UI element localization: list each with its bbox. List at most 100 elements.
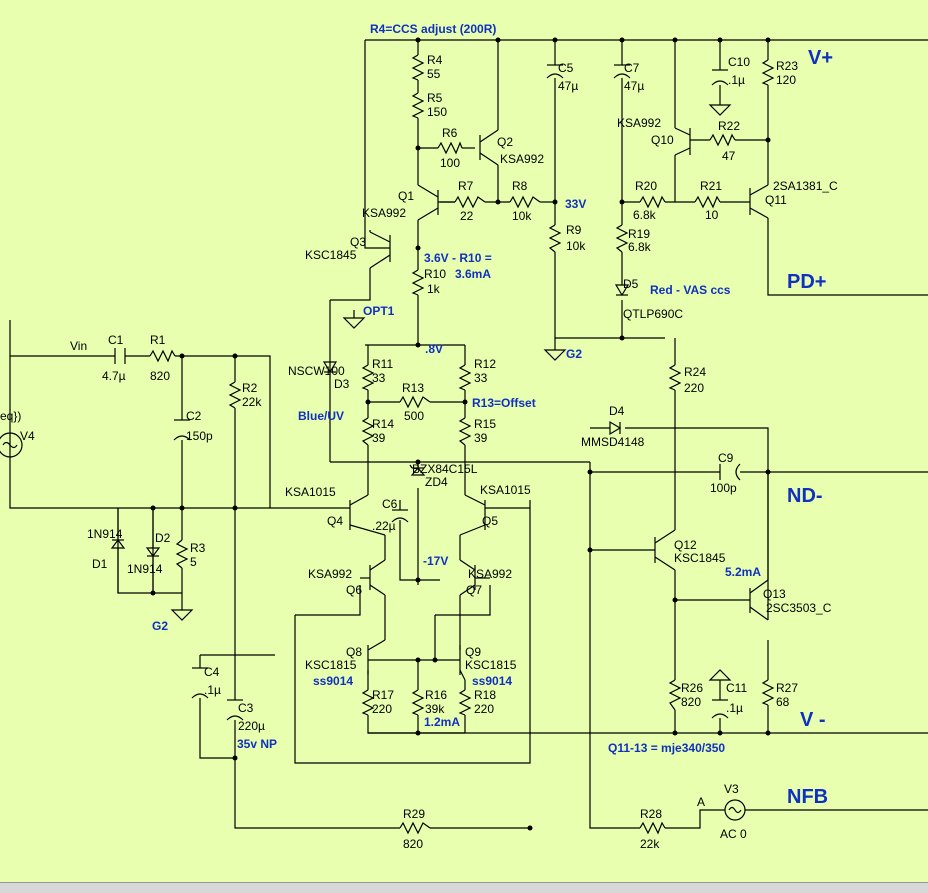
- q13-val: 2SC3503_C: [766, 601, 832, 615]
- d2-ref: D2: [155, 531, 171, 545]
- q7-ref: Q7: [466, 583, 482, 597]
- q10-ref: Q10: [651, 133, 674, 147]
- nfb-label: NFB: [787, 786, 828, 808]
- c1-ref: C1: [108, 333, 124, 347]
- c5-ref: C5: [558, 61, 574, 75]
- r26-ref: R26: [681, 681, 703, 695]
- q5-ref: Q5: [482, 514, 498, 528]
- g2-left-label: G2: [152, 619, 168, 633]
- q6-ref: Q6: [346, 583, 362, 597]
- r24-ref: R24: [684, 365, 706, 379]
- r13-val: 500: [404, 409, 424, 423]
- c10-val: .1µ: [728, 73, 745, 87]
- wires: [9, 39, 928, 829]
- c5-val: 47µ: [558, 79, 578, 93]
- r17-ref: R17: [372, 688, 394, 702]
- c4-ref: C4: [204, 665, 220, 679]
- q13-ref: Q13: [763, 587, 786, 601]
- r9-ref: R9: [566, 223, 582, 237]
- r29-val: 820: [403, 837, 423, 851]
- zd4-ref: ZD4: [425, 475, 448, 489]
- r6-ref: R6: [442, 126, 458, 140]
- node-a-label: A: [697, 795, 705, 809]
- c9-ref: C9: [718, 451, 734, 465]
- r28-val: 22k: [640, 837, 660, 851]
- c6-val: .22µ: [372, 519, 396, 533]
- r14-ref: R14: [372, 417, 394, 431]
- c3-ref: C3: [238, 701, 254, 715]
- status-bar: [0, 882, 928, 893]
- d4-val: MMSD4148: [581, 435, 645, 449]
- r6-val: 100: [440, 156, 460, 170]
- r23-val: 120: [776, 73, 796, 87]
- r21-val: 10: [705, 208, 719, 222]
- ss9014-b: ss9014: [472, 674, 512, 688]
- d5-val: QTLP690C: [623, 307, 683, 321]
- r19-val: 6.8k: [628, 240, 652, 254]
- r4-note: R4=CCS adjust (200R): [370, 22, 496, 36]
- junction-dots: [150, 37, 771, 831]
- q1-ref: Q1: [398, 189, 414, 203]
- r8-ref: R8: [512, 179, 528, 193]
- voltage-sources: [0, 432, 746, 821]
- r7-val: 22: [460, 209, 474, 223]
- d3-val: NSCW100: [288, 364, 345, 378]
- r5-val: 150: [427, 105, 447, 119]
- r14-val: 39: [372, 431, 386, 445]
- c2-ref: C2: [186, 409, 202, 423]
- d2-val: 1N914: [127, 562, 163, 576]
- r29-ref: R29: [403, 807, 425, 821]
- r3-val: 5: [190, 555, 197, 569]
- c9-val: 100p: [710, 481, 737, 495]
- r26-val: 820: [681, 695, 701, 709]
- r11-val: 33: [372, 371, 386, 385]
- v17-note: -17V: [423, 554, 448, 568]
- capacitor-symbols: [114, 64, 741, 721]
- blue-uv-note: Blue/UV: [298, 409, 344, 423]
- c11-val: .1µ: [726, 701, 743, 715]
- c3-val: 220µ: [238, 719, 265, 733]
- c4-val: .1µ: [204, 683, 221, 697]
- r18-val: 220: [474, 702, 494, 716]
- v3-val: AC 0: [720, 827, 747, 841]
- q4-ref: Q4: [327, 514, 343, 528]
- r17-val: 220: [372, 702, 392, 716]
- r2-ref: R2: [242, 381, 258, 395]
- g2-label: G2: [566, 347, 582, 361]
- r15-val: 39: [474, 431, 488, 445]
- r27-ref: R27: [776, 681, 798, 695]
- i12-note: 1.2mA: [424, 715, 460, 729]
- v08-note: .8V: [425, 342, 443, 356]
- c6-ref: C6: [382, 497, 398, 511]
- d4-ref: D4: [609, 404, 625, 418]
- r2-val: 22k: [242, 395, 262, 409]
- c1-val: 4.7µ: [102, 369, 126, 383]
- q-note: Q11-13 = mje340/350: [608, 741, 725, 755]
- vminus-label: V -: [800, 709, 826, 731]
- r10-note-b: 3.6mA: [455, 267, 491, 281]
- q9-ref: Q9: [465, 645, 481, 659]
- r20-val: 6.8k: [633, 208, 657, 222]
- c7-val: 47µ: [624, 79, 644, 93]
- r21-ref: R21: [700, 179, 722, 193]
- r18-ref: R18: [474, 688, 496, 702]
- r12-val: 33: [474, 371, 488, 385]
- d5-ref: D5: [623, 277, 639, 291]
- q5-val: KSA1015: [480, 483, 531, 497]
- r10-ref: R10: [424, 267, 446, 281]
- v3-ref: V3: [724, 782, 739, 796]
- i52-note: 5.2mA: [725, 565, 761, 579]
- r13-ref: R13: [402, 381, 424, 395]
- q10-val: KSA992: [617, 116, 661, 130]
- d3-ref: D3: [334, 377, 350, 391]
- r1-ref: R1: [150, 333, 166, 347]
- vin-label: Vin: [70, 339, 87, 353]
- v33-note: 33V: [565, 197, 586, 211]
- q8-val: KSC1815: [305, 658, 357, 672]
- r8-val: 10k: [512, 209, 532, 223]
- r10-val: 1k: [427, 282, 441, 296]
- c2-val: 150p: [186, 429, 213, 443]
- c11-ref: C11: [726, 681, 747, 695]
- r7-ref: R7: [458, 179, 474, 193]
